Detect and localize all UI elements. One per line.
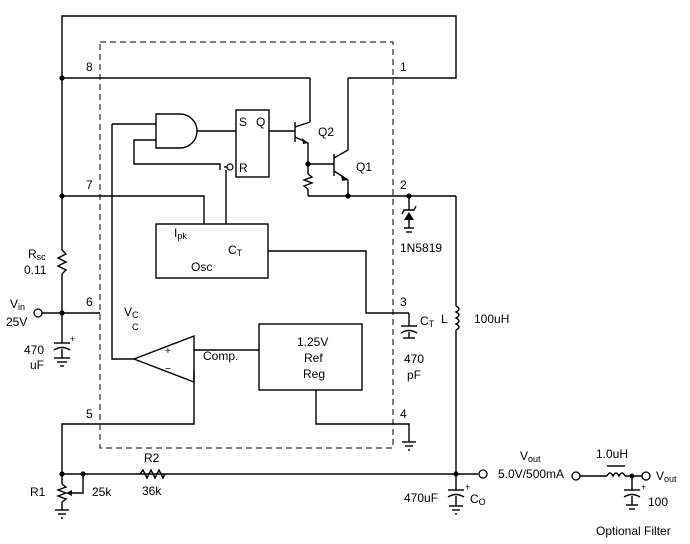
- input-capacitor: [53, 342, 71, 367]
- and-gate: [112, 113, 236, 170]
- diode-label: 1N5819: [400, 241, 442, 255]
- q2-transistor: [294, 121, 311, 164]
- ref-line-3: Reg: [303, 367, 325, 381]
- vout-terminal[interactable]: [478, 469, 488, 479]
- filter-caption: Optional Filter: [596, 524, 671, 538]
- latch-s-label: S: [239, 115, 247, 129]
- cout-value: 470uF: [404, 491, 438, 505]
- q2-label: Q2: [318, 125, 334, 139]
- vin-value: 25V: [6, 315, 27, 329]
- r2-label: R2: [144, 451, 160, 465]
- pin-7-label: 7: [86, 178, 93, 192]
- r1-label: R1: [30, 485, 46, 499]
- comparator-plus: +: [165, 346, 171, 357]
- rsc-value: 0.11: [24, 263, 47, 277]
- pin-2-label: 2: [400, 178, 407, 192]
- sr-latch: [224, 109, 295, 224]
- vcc-subscript: C: [132, 322, 139, 332]
- inductor-letter: L: [441, 312, 448, 326]
- vout-value: 5.0V/500mA: [498, 467, 564, 481]
- r1-value: 25k: [92, 485, 112, 499]
- filter-inductor-value: 1.0uH: [596, 447, 628, 461]
- osc-label: Osc: [191, 260, 212, 274]
- ref-line-2: Ref: [304, 351, 323, 365]
- top-feedback-loop-wire: [61, 15, 457, 150]
- vin-label: Vin: [10, 297, 25, 312]
- cin-value-1: 470: [24, 343, 44, 357]
- pin-6-label: 6: [86, 295, 93, 309]
- ref-line-1: 1.25V: [297, 335, 328, 349]
- filter-cap-plus: +: [641, 482, 646, 492]
- pin-4-label: 4: [400, 407, 407, 421]
- cout-label: CO: [470, 492, 486, 507]
- q1-label: Q1: [356, 160, 372, 174]
- osc-ct-label: CT: [228, 243, 243, 258]
- filter-vout-label: Vout: [656, 469, 677, 484]
- left-supply-rail: [56, 78, 68, 343]
- output-capacitor: [447, 474, 465, 515]
- pin-8-label: 8: [86, 60, 93, 74]
- ct-value-2: pF: [407, 368, 421, 382]
- cin-plus: +: [70, 334, 75, 344]
- main-inductor: [454, 196, 460, 474]
- comparator-minus: −: [165, 364, 171, 375]
- base-resistor: [302, 164, 314, 196]
- comparator: [61, 124, 195, 474]
- cout-plus: +: [465, 482, 470, 492]
- ic-package-outline: [99, 41, 394, 449]
- inductor-value: 100uH: [474, 312, 509, 326]
- reference-regulator-block: [194, 323, 416, 451]
- latch-r-label: R: [239, 161, 248, 175]
- schottky-diode: [401, 196, 417, 233]
- vout-label: Vout: [520, 449, 541, 464]
- pin-3-label: 3: [400, 295, 407, 309]
- ipk-sense-wire: [62, 195, 205, 224]
- comparator-label: Comp.: [203, 349, 238, 363]
- pin-1-label: 1: [400, 60, 407, 74]
- rsc-label: Rsc: [28, 247, 46, 262]
- timing-capacitor: [400, 313, 418, 339]
- latch-q-label: Q: [256, 115, 265, 129]
- ct-value-1: 470: [404, 352, 424, 366]
- q1-transistor: [308, 149, 349, 196]
- filter-cap-value: 100: [648, 495, 668, 509]
- vin-terminal[interactable]: [33, 308, 43, 318]
- cin-value-2: uF: [30, 358, 44, 372]
- vcc-label: VC: [124, 305, 139, 320]
- r2-resistor: [139, 468, 166, 480]
- r1-potentiometer: [55, 474, 84, 519]
- r2-value: 36k: [142, 484, 162, 498]
- pin-5-label: 5: [86, 407, 93, 421]
- optional-filter: [571, 465, 651, 510]
- osc-ipk-label: Ipk: [174, 226, 187, 241]
- ct-label: CT: [420, 314, 435, 329]
- junction-dot: [345, 193, 351, 199]
- oscillator-block: [155, 223, 409, 314]
